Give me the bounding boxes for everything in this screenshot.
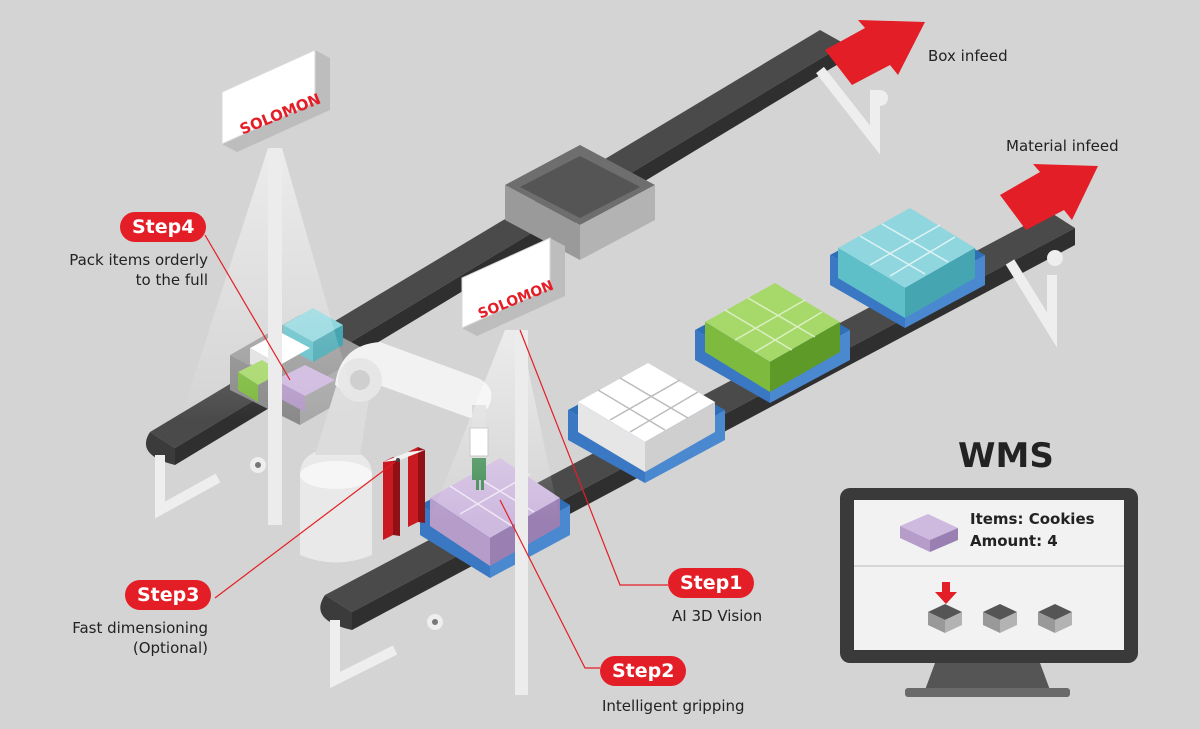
- step3-badge: Step3: [125, 580, 212, 610]
- step3-description: Fast dimensioning (Optional): [72, 619, 208, 657]
- step1-description: AI 3D Vision: [672, 607, 763, 625]
- white-box-stack: [568, 363, 725, 483]
- box-slot-icon-2: [983, 604, 1017, 633]
- step1-badge: Step1: [668, 568, 755, 598]
- cookie-box-icon: [900, 514, 958, 552]
- camera-pole-back: [268, 150, 282, 525]
- step2-badge: Step2: [600, 656, 687, 686]
- box-slot-icon-1: [928, 604, 962, 633]
- step2-callout-line: [499, 499, 600, 669]
- box-infeed-label: Box infeed: [928, 47, 1008, 65]
- monitor-stand: [925, 663, 1050, 690]
- box-slot-icon-3: [1038, 604, 1072, 633]
- material-infeed-label: Material infeed: [1006, 137, 1119, 155]
- vision-beam-front: [430, 330, 560, 520]
- camera-pole-front: [515, 330, 528, 695]
- step4-badge: Step4: [120, 212, 207, 242]
- step2-description: Intelligent gripping: [602, 697, 745, 715]
- step4-description: Pack items orderly to the full: [69, 251, 208, 289]
- material-infeed-arrow: [1000, 164, 1098, 230]
- green-box-stack: [695, 283, 850, 403]
- camera-back: SOLOMON: [221, 49, 330, 152]
- down-arrow-icon: [935, 582, 957, 604]
- step4-callout-line: [204, 234, 291, 381]
- empty-box: [505, 145, 655, 260]
- wms-items-line: Items: Cookies: [970, 510, 1095, 528]
- step3-callout-line: [214, 461, 396, 599]
- wms-amount-line: Amount: 4: [970, 532, 1058, 550]
- wms-title: WMS: [958, 436, 1054, 476]
- wms-monitor: [840, 488, 1138, 697]
- cyan-box-stack: [830, 208, 985, 328]
- step1-callout-line: [519, 329, 668, 586]
- box-infeed-arrow: [825, 20, 925, 85]
- dimensioning-sensor: [383, 447, 425, 540]
